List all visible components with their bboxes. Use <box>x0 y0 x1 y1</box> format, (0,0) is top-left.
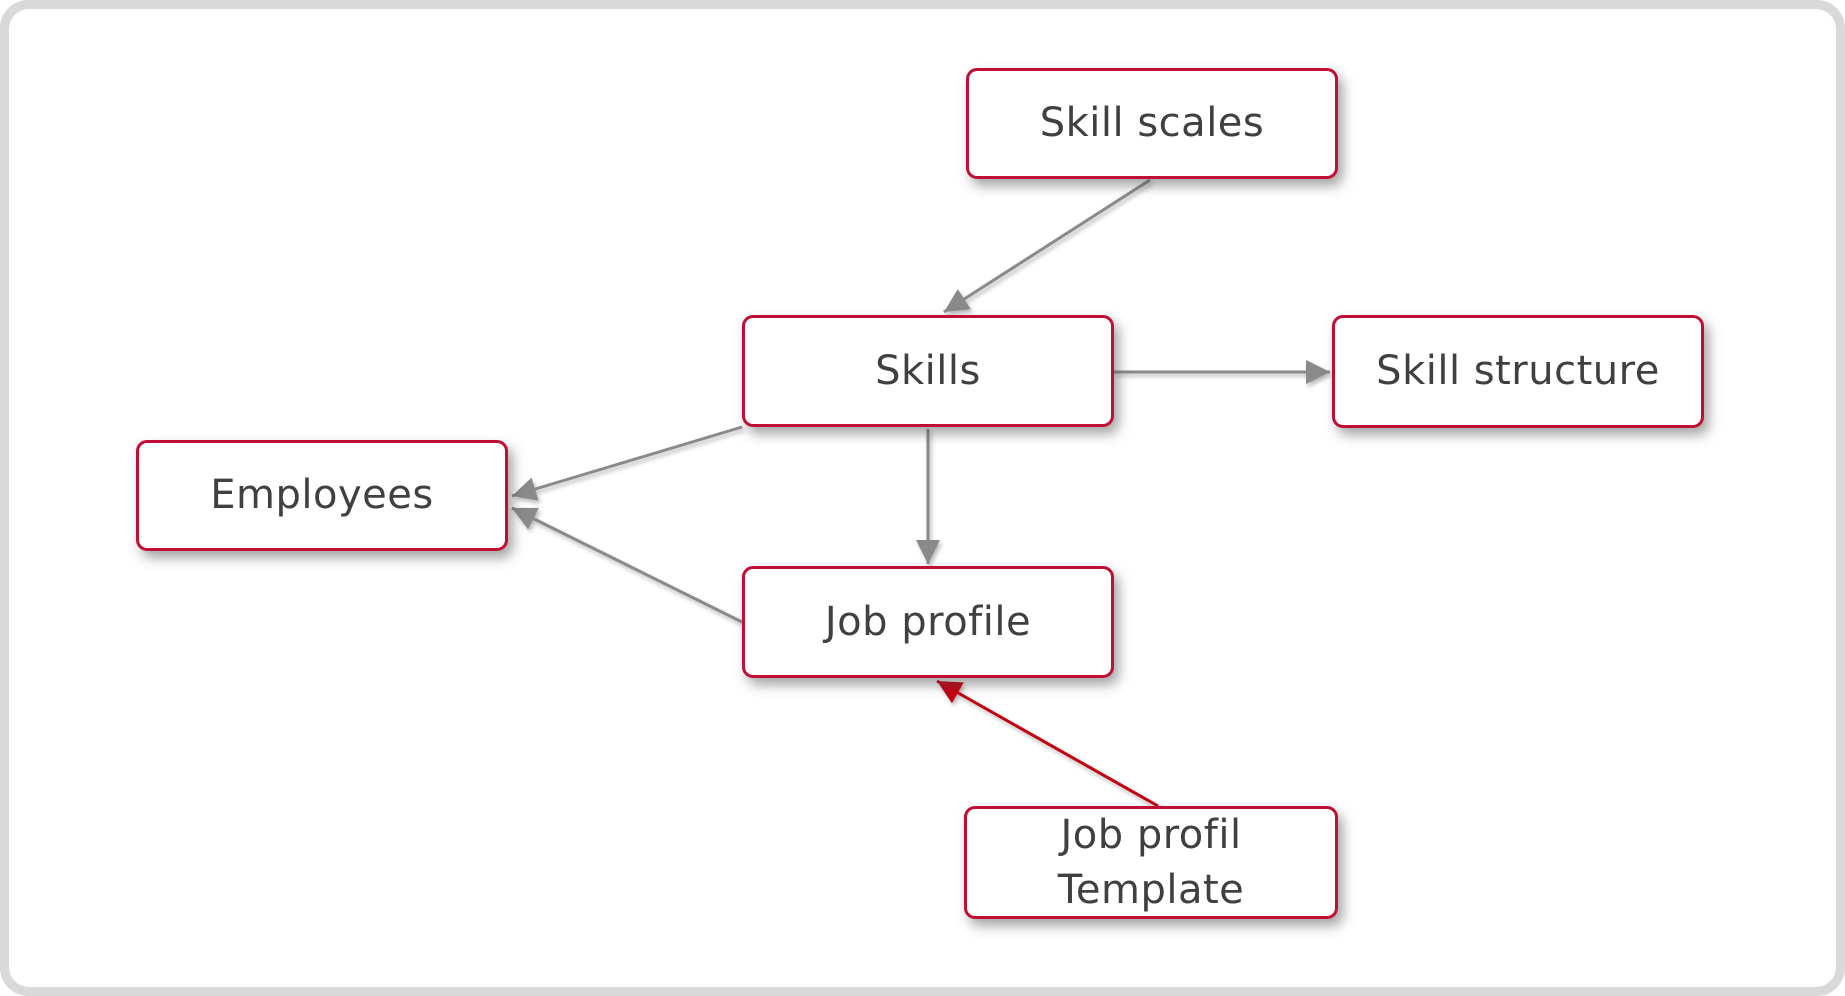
node-job-profile[interactable]: Job profile <box>742 566 1114 678</box>
edge-skills-to-employees <box>511 425 743 501</box>
node-job-profil-template[interactable]: Job profil Template <box>964 806 1338 919</box>
node-job-profil-template-label: Job profil Template <box>1057 811 1245 913</box>
edge-job-profil-template-to-job-profile <box>936 679 1159 808</box>
node-job-profile-label: Job profile <box>824 598 1032 645</box>
edge-skill-scales-to-skills <box>943 178 1151 314</box>
node-employees-label: Employees <box>210 472 434 518</box>
node-skill-structure-label: Skill structure <box>1376 348 1660 394</box>
node-skills-label: Skills <box>875 347 981 394</box>
node-skill-scales-label: Skill scales <box>1039 100 1265 146</box>
node-skill-scales[interactable]: Skill scales <box>966 68 1338 179</box>
node-skill-structure[interactable]: Skill structure <box>1332 315 1704 428</box>
node-employees[interactable]: Employees <box>136 440 508 551</box>
node-skills[interactable]: Skills <box>742 315 1114 427</box>
edges <box>511 178 1330 808</box>
edge-job-profile-to-employees <box>511 506 743 624</box>
